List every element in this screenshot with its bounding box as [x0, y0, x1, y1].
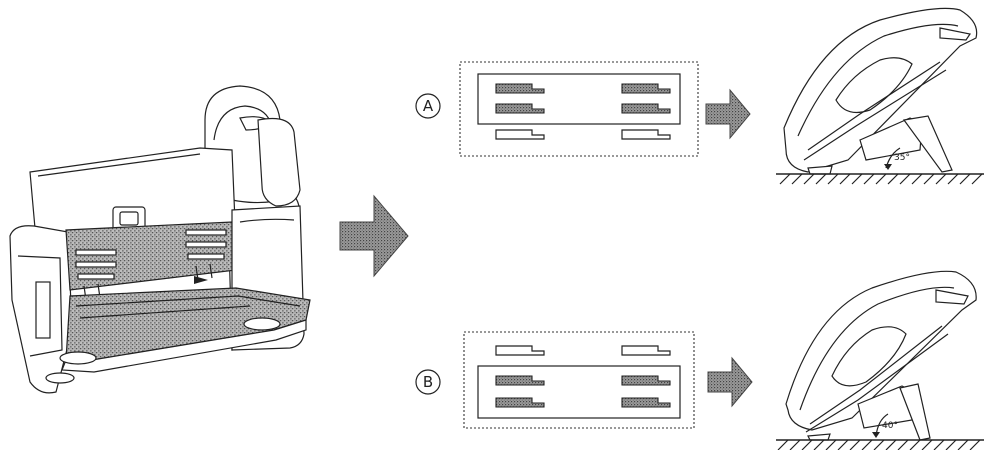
- phone-side-view-b: 40°: [785, 270, 977, 441]
- phone-back-illustration: [9, 85, 311, 394]
- option-b: B 40°: [415, 270, 984, 450]
- right-arrow-icon: [705, 88, 751, 140]
- hatched-surface: [776, 439, 984, 450]
- right-arrow-icon: [707, 356, 753, 408]
- option-b-label: B: [423, 373, 433, 391]
- option-a-label: A: [423, 97, 434, 115]
- option-a: A 35°: [415, 7, 984, 185]
- angle-a: 35°: [894, 153, 910, 163]
- phone-side-view-a: 35°: [783, 7, 978, 175]
- angle-b: 40°: [882, 421, 898, 431]
- right-arrow-icon: [339, 194, 409, 278]
- hatched-surface: [776, 173, 984, 185]
